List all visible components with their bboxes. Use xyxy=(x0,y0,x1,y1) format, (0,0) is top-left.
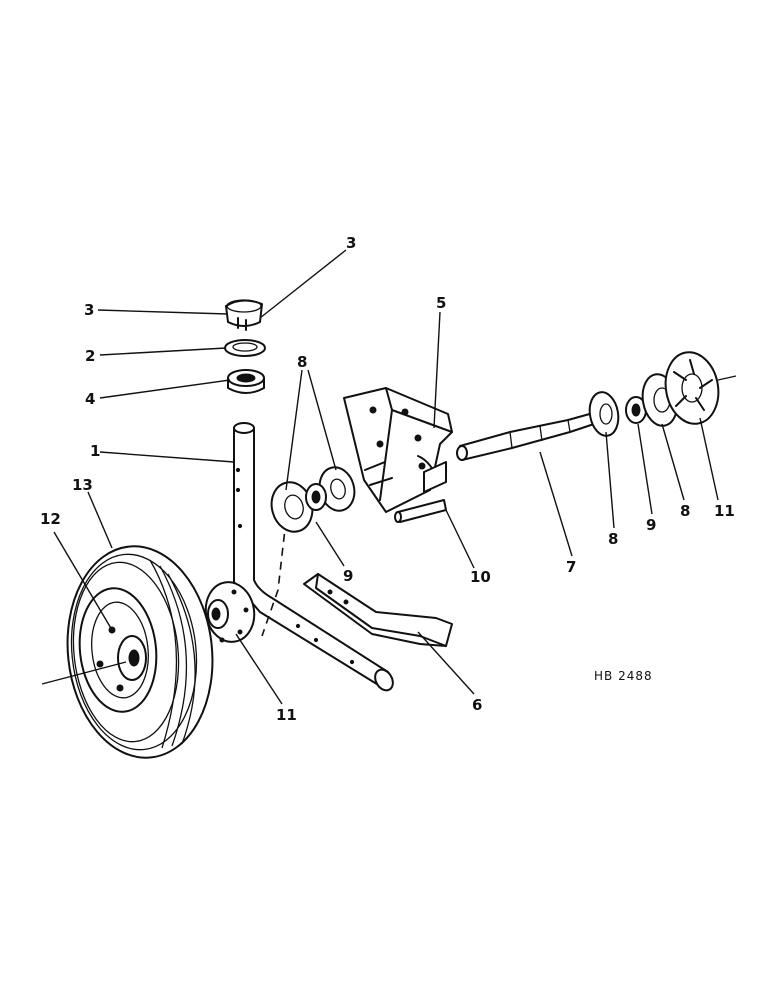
callout-13: 13 xyxy=(72,476,93,494)
figure-code: HB 2488 xyxy=(594,669,653,683)
split-collar xyxy=(225,299,263,331)
callout-9a: 9 xyxy=(343,567,353,585)
callout-4: 4 xyxy=(85,390,95,408)
bearing-right xyxy=(625,396,647,424)
callout-12: 12 xyxy=(40,510,61,528)
axle-shaft xyxy=(456,409,607,461)
callout-10: 10 xyxy=(470,568,491,586)
flange-right-1 xyxy=(588,391,620,437)
callout-5: 5 xyxy=(436,294,446,312)
callout-2: 2 xyxy=(85,347,95,365)
callout-8c: 8 xyxy=(680,502,690,520)
bracket-pin xyxy=(394,499,447,523)
callout-6: 6 xyxy=(472,696,482,714)
mounting-bracket xyxy=(343,387,453,513)
hub-left xyxy=(204,581,256,643)
callout-3a: 3 xyxy=(346,234,356,252)
assembly-line xyxy=(261,519,287,637)
callout-3b: 3 xyxy=(84,301,94,319)
callout-8a: 8 xyxy=(297,353,307,371)
callout-11b: 11 xyxy=(276,706,297,724)
bearing-left xyxy=(305,483,327,511)
support-channel xyxy=(303,573,453,647)
leader-lines xyxy=(53,249,719,705)
callout-8b: 8 xyxy=(608,530,618,548)
wheel-spindle xyxy=(233,422,394,692)
callout-1: 1 xyxy=(90,442,100,460)
bearing-cup xyxy=(227,369,265,394)
callout-9b: 9 xyxy=(646,516,656,534)
tire-wheel xyxy=(41,545,214,759)
callout-11a: 11 xyxy=(714,502,735,520)
callout-labels: 3 3 2 4 1 5 8 13 12 9 10 7 8 9 8 11 11 6 xyxy=(40,234,735,724)
hub-right xyxy=(664,351,737,425)
washer xyxy=(224,339,266,357)
callout-7: 7 xyxy=(566,558,576,576)
